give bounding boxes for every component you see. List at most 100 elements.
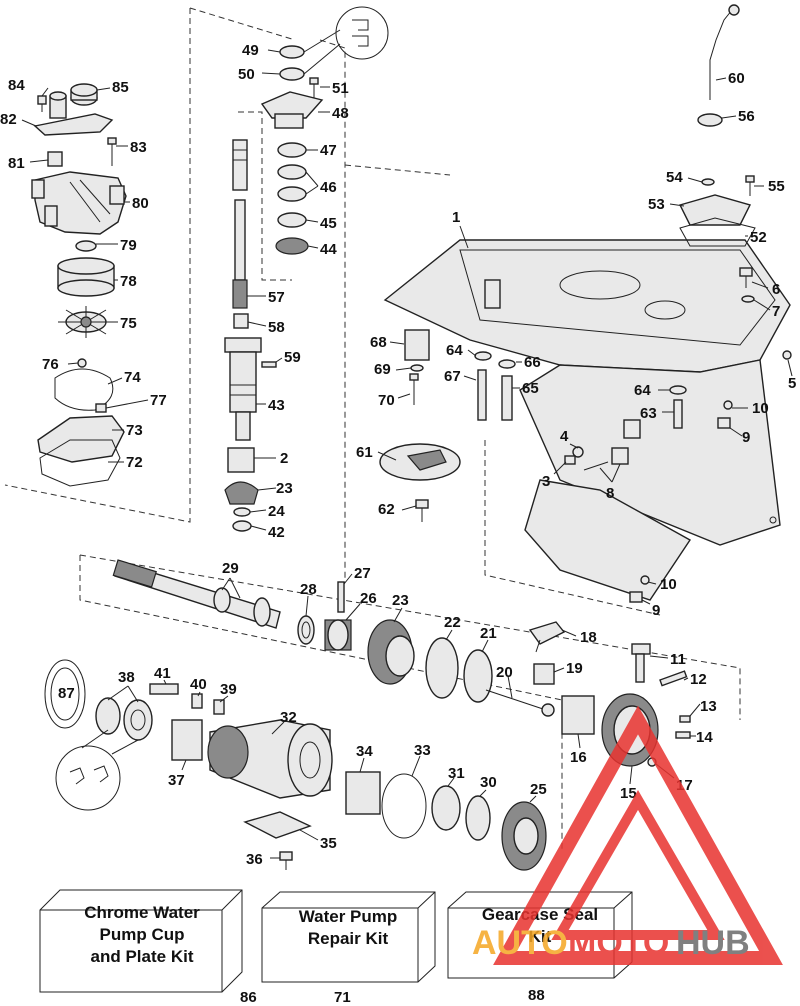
- callout-28: 28: [300, 581, 317, 598]
- chrome-kit-line-2: Pump Cup: [100, 925, 185, 944]
- callout-53: 53: [648, 196, 665, 213]
- part-64-washer-b: [669, 385, 687, 395]
- callout-72: 72: [126, 454, 143, 471]
- watermark-triangle-inner: [551, 790, 725, 940]
- part-14-pin: [675, 731, 691, 739]
- part-69-washer: [410, 364, 424, 372]
- part-78-liner: [57, 257, 115, 297]
- part-51-screw: [309, 77, 319, 98]
- callout-36: 36: [246, 851, 263, 868]
- callout-77: 77: [150, 392, 167, 409]
- watermark-moto: MOTO: [568, 924, 669, 962]
- part-40-washer: [191, 693, 203, 709]
- part-77-pin: [95, 403, 107, 413]
- part-76-key: [77, 358, 87, 368]
- shift-rod-assembly: [678, 4, 792, 360]
- callout-43: 43: [268, 397, 285, 414]
- callout-52: 52: [750, 229, 767, 246]
- callout-74: 74: [124, 369, 141, 386]
- part-52-gasket: [679, 217, 756, 247]
- callout-11: 11: [670, 651, 686, 668]
- callout-7: 7: [772, 303, 780, 320]
- part-2-bearing: [227, 447, 255, 473]
- callout-66: 66: [524, 354, 541, 371]
- part-54-o-ring: [701, 178, 715, 186]
- callout-23a: 23: [276, 480, 293, 497]
- callout-23b: 23: [392, 592, 409, 609]
- kit-box-pump: Water Pump Repair Kit 71: [261, 891, 436, 1006]
- part-84-screw: [37, 95, 47, 112]
- part-9-screw-b: [629, 591, 643, 603]
- callout-39: 39: [220, 681, 237, 698]
- callout-42: 42: [268, 524, 285, 541]
- part-46-washer-b: [277, 186, 307, 202]
- callout-48: 48: [332, 105, 349, 122]
- part-4-washer: [572, 446, 584, 458]
- part-9-screw-a: [717, 417, 731, 429]
- part-3-screw: [564, 455, 576, 465]
- part-70-screw: [409, 373, 419, 405]
- callout-59: 59: [284, 349, 301, 366]
- part-22-washer: [425, 637, 459, 699]
- callout-20: 20: [496, 664, 513, 681]
- part-19-cradle: [533, 663, 555, 685]
- callout-73: 73: [126, 422, 143, 439]
- callout-79: 79: [120, 237, 137, 254]
- callout-70: 70: [378, 392, 395, 409]
- part-85-cup: [70, 83, 98, 106]
- part-13-ball: [679, 715, 691, 723]
- part-60-shift-rod: [709, 9, 733, 100]
- leader-lines: [21, 49, 793, 859]
- part-37-bearing: [171, 719, 203, 761]
- callout-62: 62: [378, 501, 395, 518]
- watermark-auto: AUTO: [472, 924, 568, 962]
- part-43-housing: [224, 337, 262, 441]
- callout-16: 16: [570, 749, 587, 766]
- callout-2: 2: [280, 450, 288, 467]
- part-12-spring: [659, 670, 688, 687]
- part-6-plug: [739, 267, 753, 288]
- callout-78: 78: [120, 273, 137, 290]
- callout-87: 87: [58, 685, 75, 702]
- callout-80: 80: [132, 195, 149, 212]
- gearcase-fasteners: [379, 329, 733, 603]
- callout-54: 54: [666, 169, 683, 186]
- part-35-retainer: [243, 811, 312, 839]
- part-63-stud: [673, 399, 683, 429]
- part-62-screw: [415, 499, 429, 522]
- callout-1: 1: [452, 209, 460, 226]
- callout-83: 83: [130, 139, 147, 156]
- automotohub-watermark: AUTO MOTO HUB: [472, 705, 783, 965]
- part-50-seal: [279, 67, 305, 81]
- callout-57: 57: [268, 289, 285, 306]
- part-44-bearing: [275, 237, 309, 255]
- part-59-pin: [261, 361, 277, 368]
- part-10-washer-a: [723, 400, 733, 410]
- part-80-pump-housing: [31, 171, 127, 235]
- callout-35: 35: [320, 835, 337, 852]
- callout-4: 4: [560, 428, 569, 445]
- part-64-washer-a: [474, 351, 492, 361]
- callout-76: 76: [42, 356, 59, 373]
- callout-51: 51: [332, 80, 349, 97]
- chrome-kit-line-3: and Plate Kit: [91, 947, 194, 966]
- callout-3: 3: [542, 473, 550, 490]
- part-79-o-ring: [75, 240, 97, 252]
- chrome-kit-line-1: Chrome Water: [84, 903, 200, 922]
- callout-29: 29: [222, 560, 239, 577]
- callout-47: 47: [320, 142, 337, 159]
- callout-24: 24: [268, 503, 285, 520]
- callout-56: 56: [738, 108, 755, 125]
- callout-81: 81: [8, 155, 25, 172]
- callout-63: 63: [640, 405, 657, 422]
- callout-33: 33: [414, 742, 431, 759]
- part-39-clip: [213, 699, 225, 715]
- callout-68: 68: [370, 334, 387, 351]
- callout-40: 40: [190, 676, 207, 693]
- callout-9b: 9: [652, 602, 660, 619]
- part-72-gasket: [39, 439, 121, 487]
- water-pump-assembly: [31, 83, 127, 487]
- part-67-stud: [477, 369, 487, 421]
- callout-46: 46: [320, 179, 337, 196]
